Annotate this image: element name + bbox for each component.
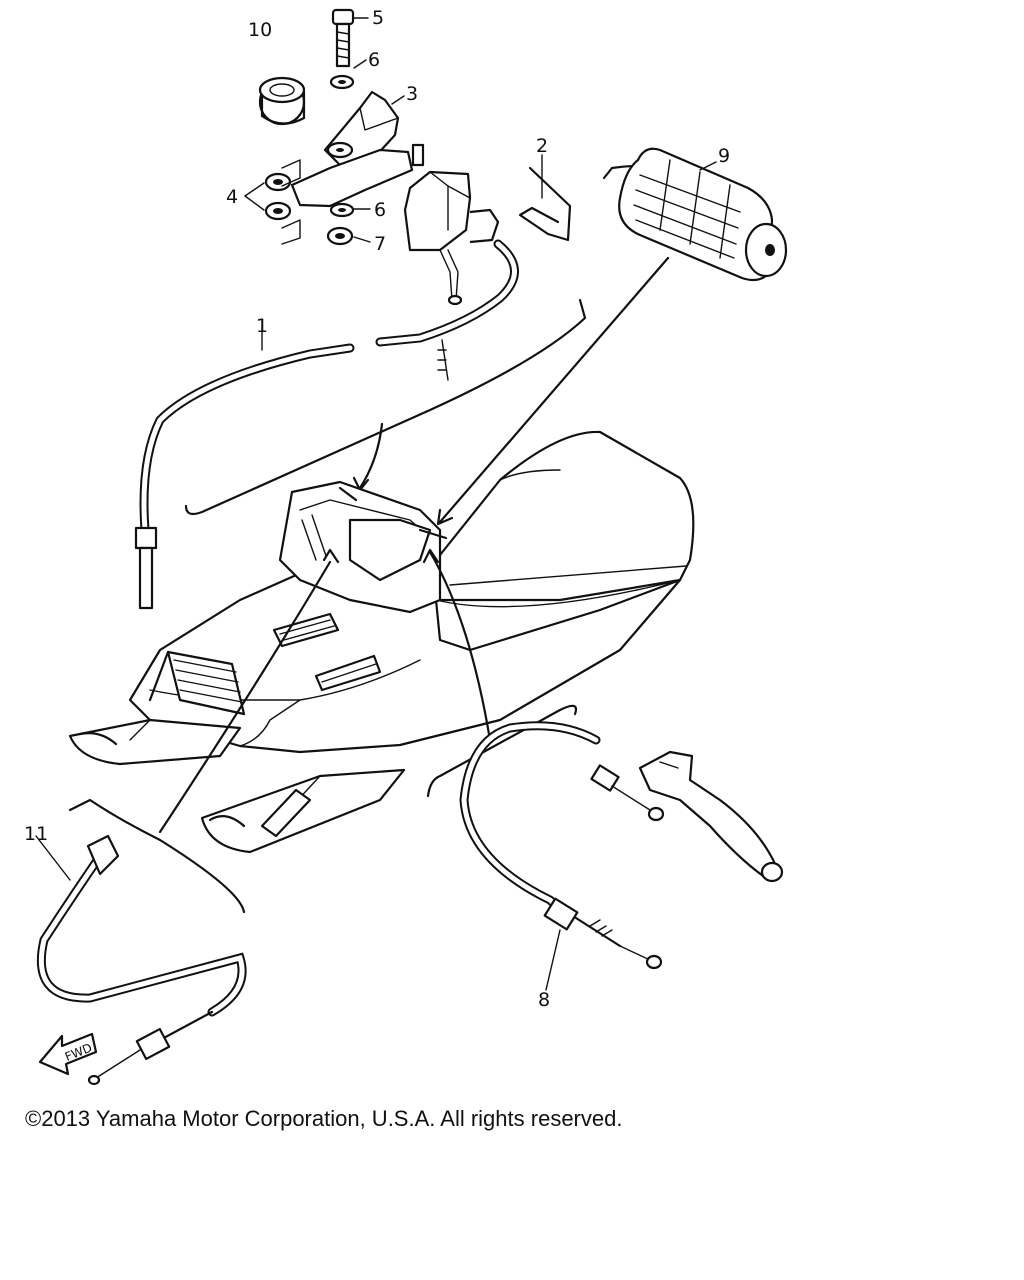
part-5-bolt [331,8,369,68]
snowmobile-handlebar-parts-diagram: FWD 5 6 3 10 2 9 4 6 7 1 11 8 [24,7,788,1086]
part-1-throttle-cable [134,239,519,610]
part-8-brake-cable [426,704,665,991]
callout-7: 7 [374,233,386,255]
copyright-notice: ©2013 Yamaha Motor Corporation, U.S.A. A… [25,1106,623,1131]
callout-8: 8 [538,989,550,1011]
callout-3: 3 [406,83,418,105]
part-11-choke-cable [35,798,247,1086]
callout-6-upper: 6 [368,49,380,71]
callout-1: 1 [256,315,268,337]
brake-lever [638,750,784,883]
snowmobile-body [68,430,695,854]
leader-brake [428,550,492,742]
leader-choke [158,560,332,834]
leader-grip [438,256,670,524]
leader-throttle [358,422,384,490]
callout-10: 10 [248,19,272,41]
part-2-clip [518,154,572,242]
group-bracket-choke [68,798,246,914]
part-6-washer-upper [329,59,367,90]
callout-6-lower: 6 [374,199,386,221]
part-9-grip [602,147,788,282]
callout-4: 4 [226,186,238,208]
part-4-nuts [244,159,301,245]
callout-9: 9 [718,145,730,167]
callout-5: 5 [372,7,384,29]
fwd-arrow-icon: FWD [38,1032,98,1076]
part-6-washer-lower [329,202,371,218]
callout-2: 2 [536,135,548,157]
throttle-housing-assembly [134,8,587,610]
part-10-collar [258,76,306,126]
group-bracket-throttle [184,298,587,516]
callout-11: 11 [24,823,48,845]
throttle-housing [290,143,500,306]
group-bracket-brake [426,704,578,798]
part-7-nut [326,226,371,246]
